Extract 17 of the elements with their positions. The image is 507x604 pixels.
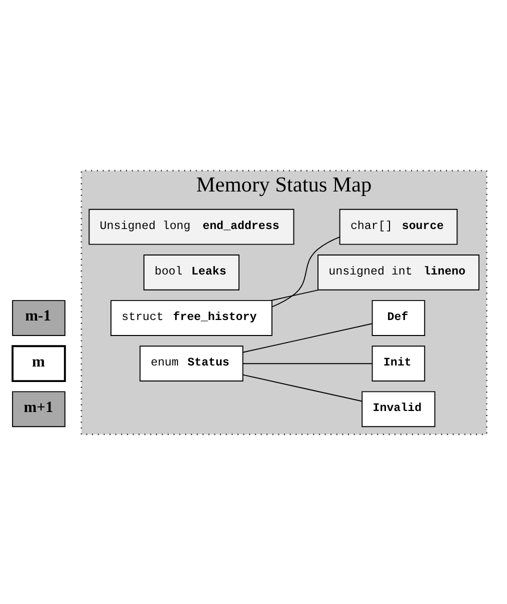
connector [242,362,373,364]
node-box: char[] source [339,208,458,244]
node-box: enum Status [140,345,244,382]
connector [242,322,373,352]
node-box: Init [372,345,426,382]
connector [272,236,340,307]
node-box: bool Leaks [143,254,240,290]
node-box: Invalid [362,390,436,427]
node-box: m [12,344,66,382]
connector [270,288,320,300]
node-box: struct free_history [110,300,272,336]
node-box: Unsigned long end_address [88,208,294,244]
node-box: unsigned int lineno [318,254,480,290]
node-box: Def [372,300,426,336]
node-box: m-1 [12,300,66,336]
connector [242,374,363,402]
node-box: m+1 [12,390,66,427]
